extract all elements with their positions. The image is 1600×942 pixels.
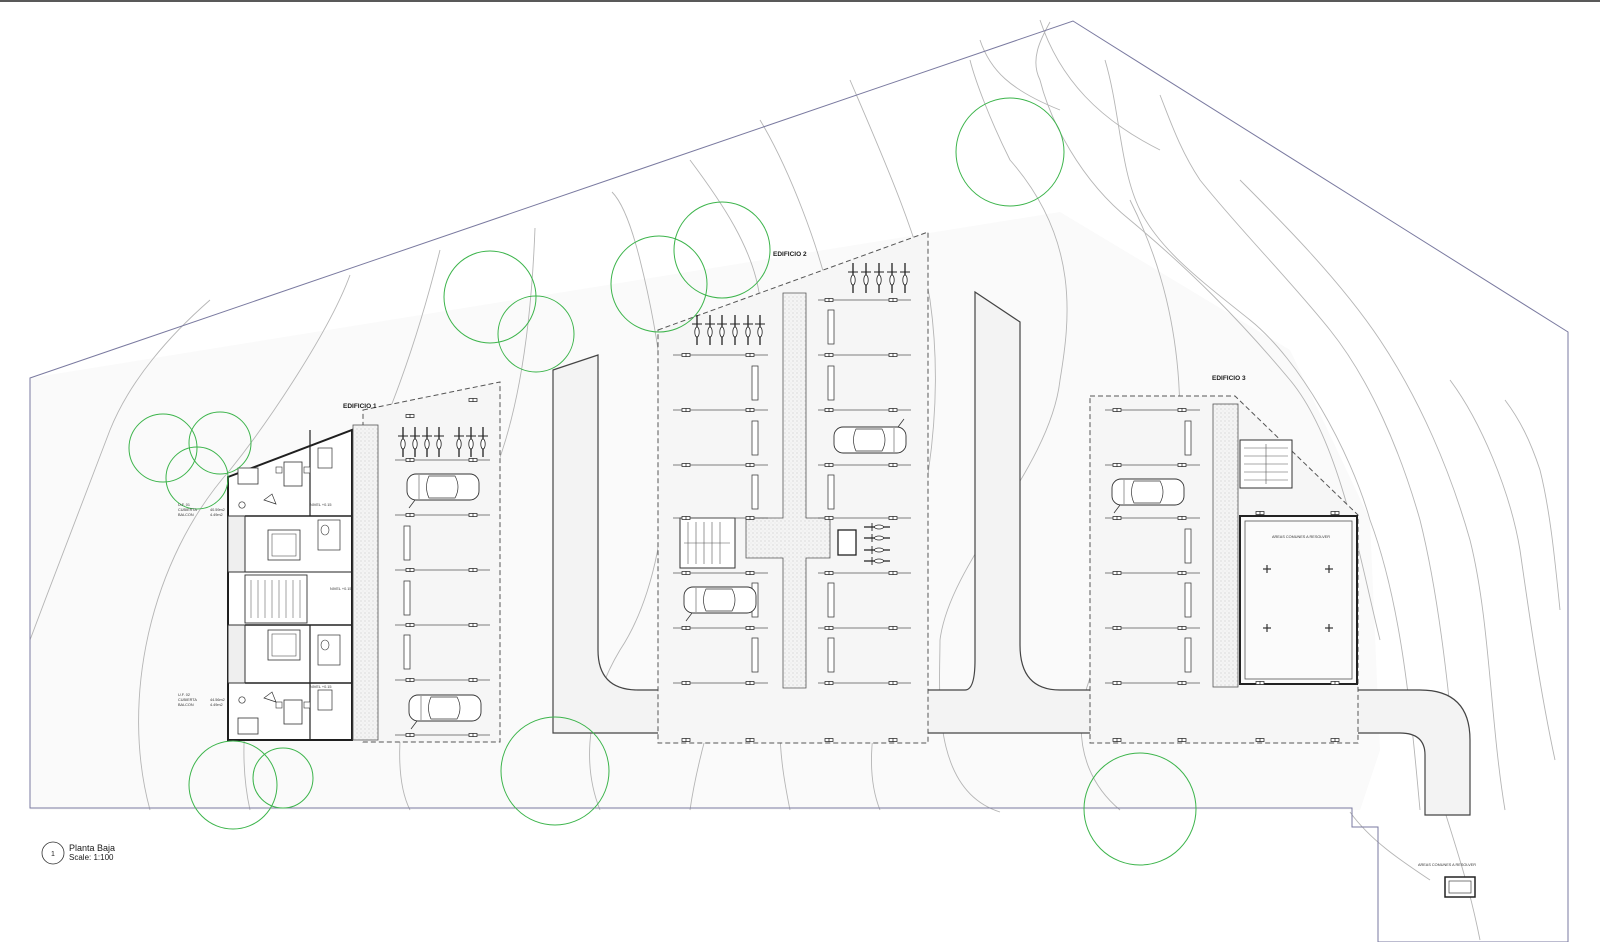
entry-common-area-label: AREAS COMUNES A RESOLVER (1418, 863, 1476, 867)
uf02-name: U.F. 02 (178, 693, 190, 697)
trees (128, 97, 1197, 866)
edificio-1-label: EDIFICIO 1 (343, 403, 377, 410)
edificio-1-units (227, 428, 353, 741)
uf02-balcon-label: BALCON (178, 703, 194, 707)
uf01-name: U.F. 01 (178, 503, 190, 507)
level-label-2: NIVEL +0.15 (330, 587, 352, 591)
edificio-1-wheel-stops (403, 525, 411, 670)
edificio-3-circulation (1212, 403, 1293, 688)
uf01-cubierta-label: CUBIERTA (178, 508, 197, 512)
uf01-balcon-label: BALCON (178, 513, 194, 517)
uf02-cubierta-label: CUBIERTA (178, 698, 197, 702)
level-label-1: NIVEL +0.15 (310, 503, 332, 507)
driveway-outline (552, 290, 1471, 816)
uf02-cubierta-value: 44.56m2 (210, 698, 225, 702)
edificio-3-common-area-label: AREAS COMUNES A RESOLVER (1272, 535, 1330, 539)
view-title-text: Planta Baja (69, 843, 115, 853)
edificio-1-walkway (352, 424, 379, 741)
level-label-3: NIVEL +0.15 (310, 685, 332, 689)
uf01-balcon-value: 4.49m2 (210, 513, 223, 517)
edificio-3-common-area (1239, 515, 1358, 685)
uf02-balcon-value: 4.49m2 (210, 703, 223, 707)
uf01-cubierta-value: 40.59m2 (210, 508, 225, 512)
entry-common-area (1444, 876, 1476, 898)
view-title: 1 Planta Baja Scale: 1:100 (41, 841, 115, 865)
view-number: 1 (51, 851, 55, 858)
edificio-3-label: EDIFICIO 3 (1212, 375, 1246, 382)
edificio-2-label: EDIFICIO 2 (773, 251, 807, 258)
view-scale-text: Scale: 1:100 (69, 853, 114, 862)
site-boundary (29, 20, 1569, 942)
view-number-bubble (41, 841, 65, 865)
